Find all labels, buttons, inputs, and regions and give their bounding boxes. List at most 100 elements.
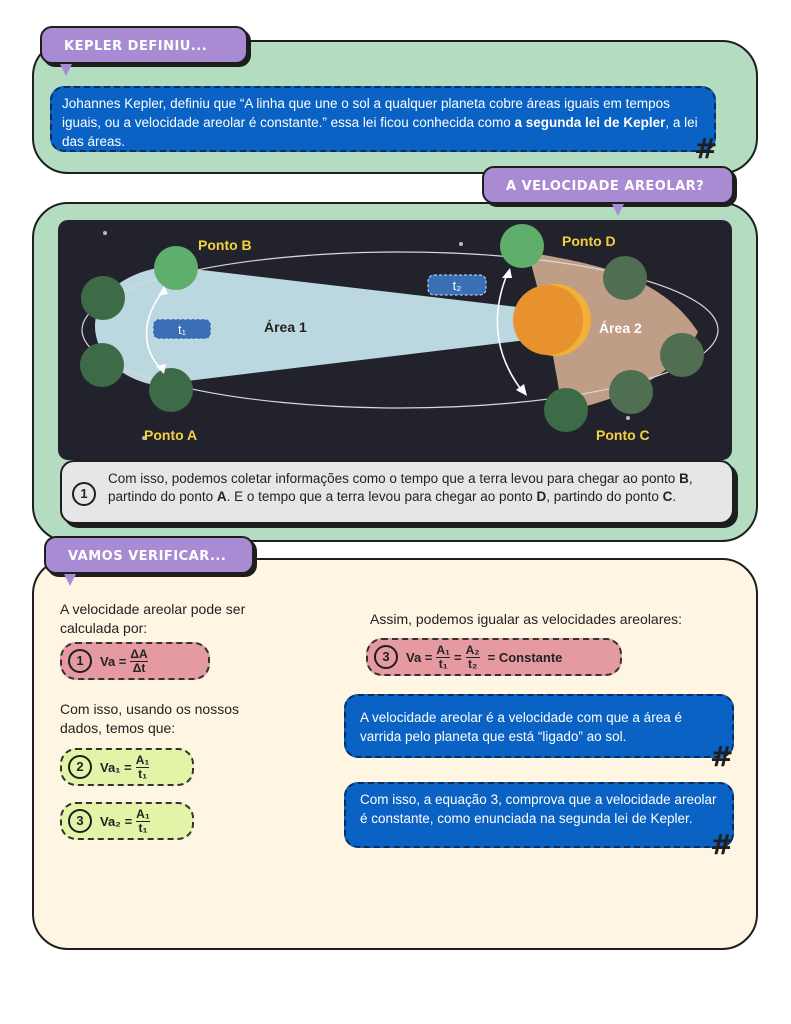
areolar-tag-label: A VELOCIDADE AREOLAR? [506, 179, 705, 194]
numerator: A₂ [465, 642, 480, 657]
planet-d [500, 224, 544, 268]
observation-note: 1 Com isso, podemos coletar informações … [60, 460, 734, 524]
t1-badge [152, 318, 212, 340]
note-text: Com isso, podemos coletar informações co… [108, 471, 680, 486]
areolar-tag: A VELOCIDADE AREOLAR? [482, 166, 734, 216]
orbit-path [81, 251, 719, 409]
definition-end: , a lei das áreas. [62, 115, 698, 149]
planet-ghost [544, 388, 588, 432]
eq-number: 1 [68, 649, 92, 673]
observation-text: Com isso, podemos coletar informações co… [108, 470, 720, 506]
planet-ghost [149, 368, 193, 412]
planet-ghost [660, 333, 704, 377]
planet-b [154, 246, 198, 290]
note-text: . [672, 489, 677, 504]
conclusion-box: Com isso, a equação 3, comprova que a ve… [344, 782, 734, 848]
denominator: Δt [132, 660, 146, 675]
step-number: 1 [72, 482, 96, 506]
hashtag-icon: # [694, 132, 718, 165]
orbit-svg: t₁ t₂ Ponto B Ponto D Ponto A Ponto C Ár… [80, 224, 719, 443]
equation-3: 3 Va₂ = A₁ t₁ [60, 802, 194, 840]
arrow-head [516, 384, 527, 396]
numerator: ΔA [130, 646, 148, 661]
equals-sign: = [454, 649, 462, 665]
fraction-bar [130, 660, 148, 662]
conclusion-text: Com isso, a equação 3, comprova que a ve… [360, 792, 717, 826]
planet-ghost [81, 276, 125, 320]
fraction-bar [135, 766, 150, 768]
orbit-diagram: t₁ t₂ Ponto B Ponto D Ponto A Ponto C Ár… [58, 220, 732, 460]
eq-number: 3 [374, 645, 398, 669]
denominator: t₁ [438, 656, 448, 671]
star [142, 436, 146, 440]
definition-text: Johannes Kepler, definiu que “A linha qu… [62, 96, 670, 130]
kepler-definition-box: Johannes Kepler, definiu que “A linha qu… [50, 86, 716, 152]
planet-ghost [80, 343, 124, 387]
arrow-head [502, 268, 512, 278]
equalize-text: Assim, podemos igualar as velocidades ar… [370, 611, 683, 627]
definition-bold: a segunda lei de Kepler [514, 115, 666, 130]
hashtag-icon: # [710, 828, 734, 861]
eq-lhs: Va = [406, 649, 433, 665]
eq-number: 2 [68, 755, 92, 779]
fraction-bar [436, 656, 451, 658]
note-text: , partindo do ponto [108, 471, 693, 504]
star [103, 231, 107, 235]
note-text: . E o tempo que a terra levou para chega… [226, 489, 537, 504]
fraction: A₁ t₁ [436, 642, 451, 671]
fraction: A₁ t₁ [135, 752, 150, 781]
area-1-label: Área 1 [264, 319, 307, 335]
sun [513, 285, 583, 355]
ponto-b-label: Ponto B [198, 237, 252, 253]
eq-lhs: Va = [100, 653, 127, 669]
tag-tail [612, 204, 624, 216]
verify-tag: VAMOS VERIFICAR... [44, 536, 254, 586]
arrow-head [158, 286, 168, 296]
ponto-c-label: Ponto C [596, 427, 650, 443]
t1-label: t₁ [178, 322, 187, 337]
kepler-tag-label: KEPLER DEFINIU... [64, 39, 208, 54]
planet-ghost [609, 370, 653, 414]
note-bold: B [679, 471, 689, 486]
numerator: A₁ [136, 806, 150, 821]
fraction: ΔA Δt [130, 646, 148, 675]
arrow-t2 [496, 271, 524, 393]
note-bold: C [662, 489, 673, 504]
note-bold: A [216, 489, 227, 504]
ponto-a-label: Ponto A [144, 427, 197, 443]
areolar-info-box: A velocidade areolar é a velocidade com … [344, 694, 734, 758]
eq-number: 3 [68, 809, 92, 833]
star [626, 416, 630, 420]
info-text: A velocidade areolar é a velocidade com … [360, 710, 682, 744]
note-text: , partindo do ponto [546, 489, 663, 504]
kepler-tag: KEPLER DEFINIU... [40, 26, 248, 76]
star [459, 242, 463, 246]
area-2-label: Área 2 [599, 320, 642, 336]
hashtag-icon: # [710, 740, 734, 773]
tag-tail [60, 64, 72, 76]
denominator: t₂ [467, 656, 478, 671]
fraction-bar [465, 656, 480, 658]
fraction: A₂ t₂ [465, 642, 480, 671]
fraction-bar [136, 820, 150, 822]
equation-constant: 3 Va = A₁ t₁ = A₂ t₂ = Constante [366, 638, 622, 676]
numerator: A₁ [436, 642, 451, 657]
area-1-region [94, 266, 544, 385]
arrow-t1 [145, 289, 165, 371]
numerator: A₁ [135, 752, 150, 767]
eq-lhs: Va₁ = [100, 759, 132, 775]
planet-ghost [603, 256, 647, 300]
intro-text: A velocidade areolar pode ser calculada … [60, 601, 246, 636]
tag-tail [64, 574, 76, 586]
ponto-d-label: Ponto D [562, 233, 616, 249]
with-data-text: Com isso, usando os nossos dados, temos … [60, 701, 239, 736]
fraction: A₁ t₁ [136, 806, 150, 835]
eq-lhs: Va₂ = [100, 813, 133, 829]
verify-tag-label: VAMOS VERIFICAR... [68, 549, 227, 564]
eq-rhs: = Constante [487, 649, 563, 665]
denominator: t₁ [138, 766, 148, 781]
t2-label: t₂ [453, 278, 462, 293]
denominator: t₁ [138, 820, 148, 835]
equation-1: 1 Va = ΔA Δt [60, 642, 210, 680]
t2-badge [427, 274, 487, 296]
